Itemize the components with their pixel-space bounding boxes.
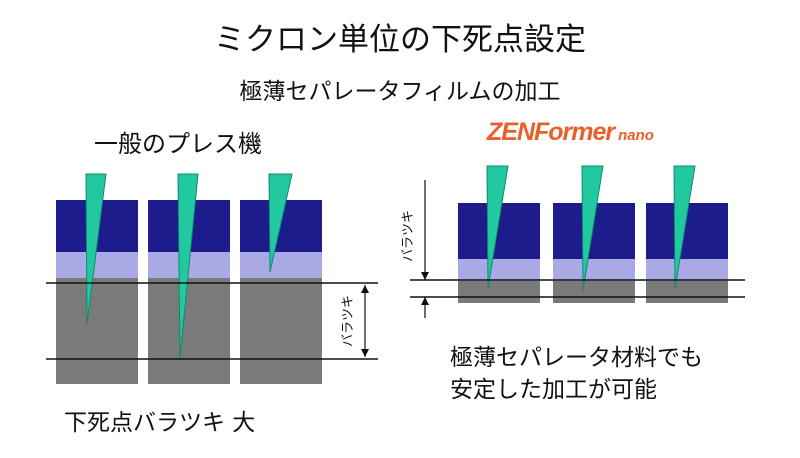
- general-press-heading: 一般のプレス機: [94, 130, 262, 158]
- brand-suffix: nano: [618, 127, 654, 144]
- right-block-1-film: [458, 259, 540, 281]
- page-subtitle: 極薄セパレータフィルムの加工: [239, 79, 561, 105]
- right-blocks: [458, 203, 728, 303]
- left-block-2-base: [148, 278, 230, 384]
- page-title: ミクロン単位の下死点設定: [214, 22, 586, 58]
- right-caption-line-2: 安定した加工が可能: [450, 377, 657, 403]
- left-caption: 下死点バラツキ 大: [64, 410, 256, 436]
- brand-name: ZENFormer: [487, 118, 615, 146]
- right-blade-3: [673, 165, 696, 290]
- left-blade-3: [268, 173, 293, 273]
- left-variation-dimension: バラツキ: [341, 285, 369, 357]
- left-block-3-film: [240, 252, 322, 278]
- right-blades: [486, 165, 696, 291]
- right-block-3-base: [646, 281, 728, 303]
- left-blade-1: [85, 173, 107, 325]
- right-blade-2: [581, 165, 604, 291]
- right-caption-line-1: 極薄セパレータ材料でも: [450, 345, 703, 371]
- right-variation-label: バラツキ: [401, 210, 416, 262]
- left-blade-2: [177, 173, 199, 359]
- left-block-3-base: [240, 278, 322, 384]
- left-block-1-base: [56, 278, 138, 384]
- right-variation-dimension: バラツキ: [401, 180, 429, 318]
- right-block-3-film: [646, 259, 728, 281]
- left-variation-label: バラツキ: [341, 295, 356, 347]
- right-block-2-base: [553, 281, 635, 303]
- right-block-1-base: [458, 281, 540, 303]
- right-block-2-film: [553, 259, 635, 281]
- left-blades: [85, 173, 293, 359]
- left-block-1-film: [56, 252, 138, 278]
- right-blade-1: [486, 165, 509, 289]
